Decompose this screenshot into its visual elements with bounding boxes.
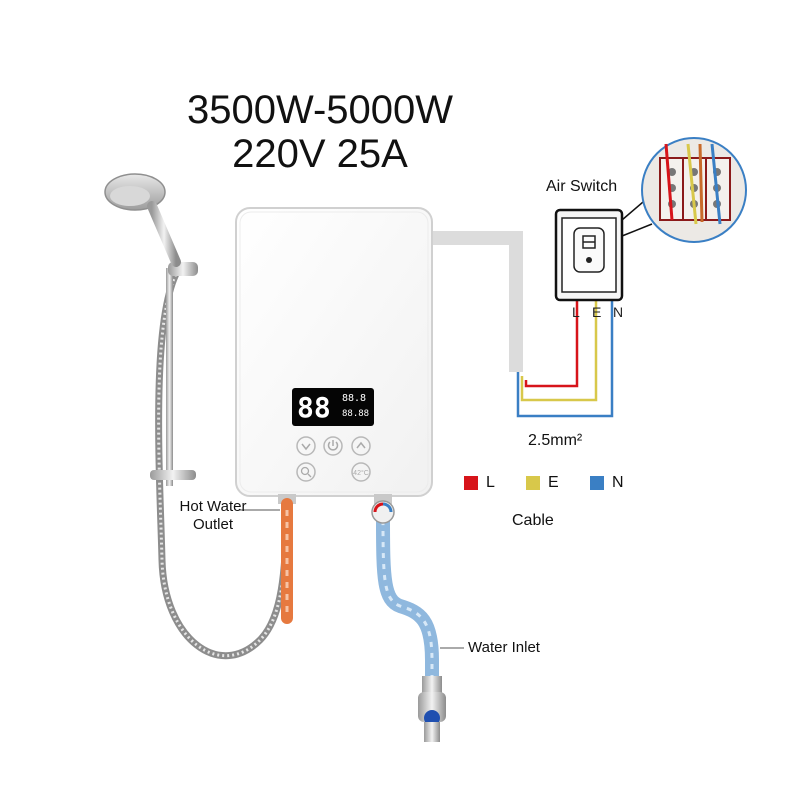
cable-size-label: 2.5mm² <box>528 432 583 449</box>
hot-water-outlet-label: Hot Water Outlet <box>178 498 248 534</box>
preset-button <box>351 462 371 482</box>
display-readout: 88 88.8 88.88 <box>297 391 369 424</box>
cable-label: Cable <box>512 512 554 529</box>
wire-live <box>524 300 579 388</box>
legend-swatch-neutral <box>590 476 604 490</box>
hot-water-outlet-line2: Outlet <box>192 516 234 533</box>
display-small-bottom: 88.88 <box>342 409 369 419</box>
hot-water-outlet-line1: Hot Water <box>179 498 247 515</box>
cold-water-hose <box>371 500 446 742</box>
display-screen <box>292 388 374 426</box>
wire-neutral <box>516 300 614 418</box>
preset-label: 42°C <box>353 469 369 477</box>
power-range-title: 3500W-5000W <box>186 88 454 132</box>
shower-hose <box>155 268 291 660</box>
legend-label-neutral: N <box>612 474 624 491</box>
terminal-label-neutral: N <box>613 304 624 320</box>
cable-duct <box>424 231 523 372</box>
terminal-label-earth: E <box>592 304 602 320</box>
display-main-digits: 88 <box>297 391 331 424</box>
legend-label-earth: E <box>548 474 559 491</box>
wire-legend: L E N <box>464 474 634 494</box>
water-inlet-label: Water Inlet <box>468 639 540 656</box>
legend-swatch-live <box>464 476 478 490</box>
wiring <box>516 300 614 418</box>
up-button <box>351 436 371 456</box>
search-button <box>296 462 316 482</box>
display-small-top: 88.8 <box>342 393 366 404</box>
water-heater: 42°C <box>235 207 433 504</box>
terminal-block-inset <box>641 137 747 243</box>
air-switch <box>554 195 653 302</box>
down-button <box>296 436 316 456</box>
shower-head <box>104 173 181 267</box>
legend-swatch-earth <box>526 476 540 490</box>
voltage-current-title: 220V 25A <box>232 132 408 176</box>
terminal-label-live: L <box>572 304 580 320</box>
power-button <box>323 436 343 456</box>
legend-label-live: L <box>486 474 495 491</box>
air-switch-label: Air Switch <box>546 178 618 195</box>
wire-earth <box>520 300 598 402</box>
